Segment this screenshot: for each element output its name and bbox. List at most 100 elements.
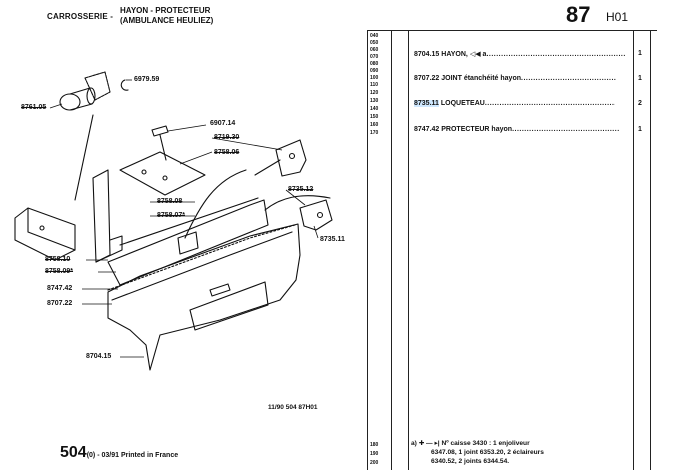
row-number: 140 xyxy=(370,106,379,112)
table-rule-right xyxy=(650,30,651,470)
left-bracket xyxy=(92,169,111,263)
leader-dots: ........................................… xyxy=(521,75,617,82)
bracket-hole xyxy=(39,225,45,231)
top-plate xyxy=(119,151,206,196)
arrow xyxy=(74,114,94,201)
tailgate-panel-inner xyxy=(111,231,293,301)
callout-label: 8758.07* xyxy=(157,212,186,219)
row-number: 160 xyxy=(370,122,379,128)
part-qty: 2 xyxy=(638,100,642,107)
footer-edition: 504(0) - 03/91 Printed in France xyxy=(60,444,178,462)
row-number: 040 xyxy=(370,33,379,39)
latch-right xyxy=(299,199,333,231)
callout-label: 8758.10 xyxy=(45,256,71,263)
seal-strip xyxy=(107,224,296,291)
leader-dots: ........................................… xyxy=(484,100,615,107)
callout-label: 8758.08 xyxy=(157,198,183,205)
footnote-line-1: a) ✚ — ▸| Nº caisse 3430 : 1 enjoliveur xyxy=(411,440,530,447)
note-arrow-icon: ◁◀ xyxy=(469,51,481,58)
part-desc: JOINT étanchéité hayon xyxy=(441,75,522,82)
part-qty: 1 xyxy=(638,50,642,57)
arrow xyxy=(254,159,281,176)
tailgate-panel xyxy=(107,223,301,371)
hinge-pin-end xyxy=(86,87,96,105)
part-row[interactable]: 8747.42 PROTECTEUR hayon ...............… xyxy=(414,126,620,133)
footnote-line-3: 6340.52, 2 joints 6344.54. xyxy=(431,458,510,465)
part-ref: 8704.15 xyxy=(414,51,440,58)
table-rule-ref xyxy=(408,30,409,470)
table-rule-qty xyxy=(633,30,634,470)
part-desc: PROTECTEUR hayon xyxy=(441,126,513,133)
plate-hole-left xyxy=(141,169,147,175)
row-number: 060 xyxy=(370,47,379,53)
leader-line xyxy=(167,124,207,132)
row-number: 110 xyxy=(370,82,379,88)
callout-label: 8735.12 xyxy=(288,186,314,193)
callout-label: 6907.14 xyxy=(210,120,236,127)
cable xyxy=(264,195,331,211)
callout-label: 8761.05 xyxy=(21,104,47,111)
callout-label: 8747.42 xyxy=(47,285,73,292)
plate-hole-right xyxy=(162,175,168,181)
retaining-clip-icon xyxy=(120,79,129,91)
table-rule-left xyxy=(367,30,368,470)
callout-label: 8707.22 xyxy=(47,300,73,307)
part-ref: 8707.22 xyxy=(414,75,440,82)
latch-hole xyxy=(316,211,324,219)
row-number: 180 xyxy=(370,442,379,448)
group-number: 87 xyxy=(566,2,591,27)
leader-line xyxy=(49,103,63,109)
diagram-reference: 11/90 504 87H01 xyxy=(268,404,318,411)
model-number: 504 xyxy=(60,444,87,461)
part-qty: 1 xyxy=(638,75,642,82)
page-title-line-2: (AMBULANCE HEULIEZ) xyxy=(120,16,214,25)
bolt xyxy=(151,125,169,161)
part-desc: LOQUETEAU xyxy=(440,100,485,107)
protector-frame xyxy=(107,199,269,286)
part-ref-highlighted: 8735.11 xyxy=(414,100,439,107)
part-desc: HAYON, xyxy=(441,51,468,58)
page-title: HAYON - PROTECTEUR (AMBULANCE HEULIEZ) xyxy=(120,6,213,26)
section-code: H01 xyxy=(606,10,629,24)
protector-slot xyxy=(177,231,199,255)
part-row[interactable]: 8735.11 LOQUETEAU ......................… xyxy=(414,100,615,107)
callout-label: 8758.09* xyxy=(45,268,74,275)
part-qty: 1 xyxy=(638,126,642,133)
latch-top xyxy=(275,139,307,177)
row-number: 100 xyxy=(370,75,379,81)
tailgate-window xyxy=(189,281,269,331)
row-number: 090 xyxy=(370,68,379,74)
callout-label: 8758.06 xyxy=(214,149,240,156)
part-row[interactable]: 8704.15 HAYON, ◁◀ a ....................… xyxy=(414,50,626,58)
callout-label: 8735.11 xyxy=(320,236,345,243)
category-label: CARROSSERIE - xyxy=(47,12,114,21)
lower-left-bracket xyxy=(14,207,76,261)
table-rule-rownum xyxy=(391,30,392,470)
left-bracket-side xyxy=(95,235,123,263)
hinge-bracket xyxy=(84,71,111,101)
cable xyxy=(184,169,247,239)
part-row[interactable]: 8707.22 JOINT étanchéité hayon .........… xyxy=(414,75,616,82)
part-ref: 8747.42 xyxy=(414,126,440,133)
exploded-view-diagram xyxy=(14,71,333,371)
row-number: 190 xyxy=(370,451,379,457)
leader-dots: ........................................… xyxy=(486,51,626,58)
callout-label: 8719.30 xyxy=(214,134,240,141)
row-number: 130 xyxy=(370,98,379,104)
protector-top xyxy=(119,197,259,246)
latch-hole xyxy=(288,152,296,160)
row-number: 070 xyxy=(370,54,379,60)
tailgate-handle xyxy=(209,283,231,297)
edition-text: (0) - 03/91 Printed in France xyxy=(86,452,179,459)
callout-label: 6979.59 xyxy=(134,76,160,83)
hinge-pin-body xyxy=(69,87,93,111)
callout-label: 8704.15 xyxy=(86,353,112,360)
page-title-line-1: HAYON - PROTECTEUR xyxy=(120,6,211,15)
leader-line xyxy=(313,225,319,239)
leader-line xyxy=(179,151,213,165)
lower-left-bracket-face xyxy=(27,207,76,251)
footnote-line-2: 6347.08, 1 joint 6353.20, 2 éclaireurs xyxy=(431,449,544,456)
row-number: 150 xyxy=(370,114,379,120)
leader-line xyxy=(285,189,306,206)
row-number: 050 xyxy=(370,40,379,46)
